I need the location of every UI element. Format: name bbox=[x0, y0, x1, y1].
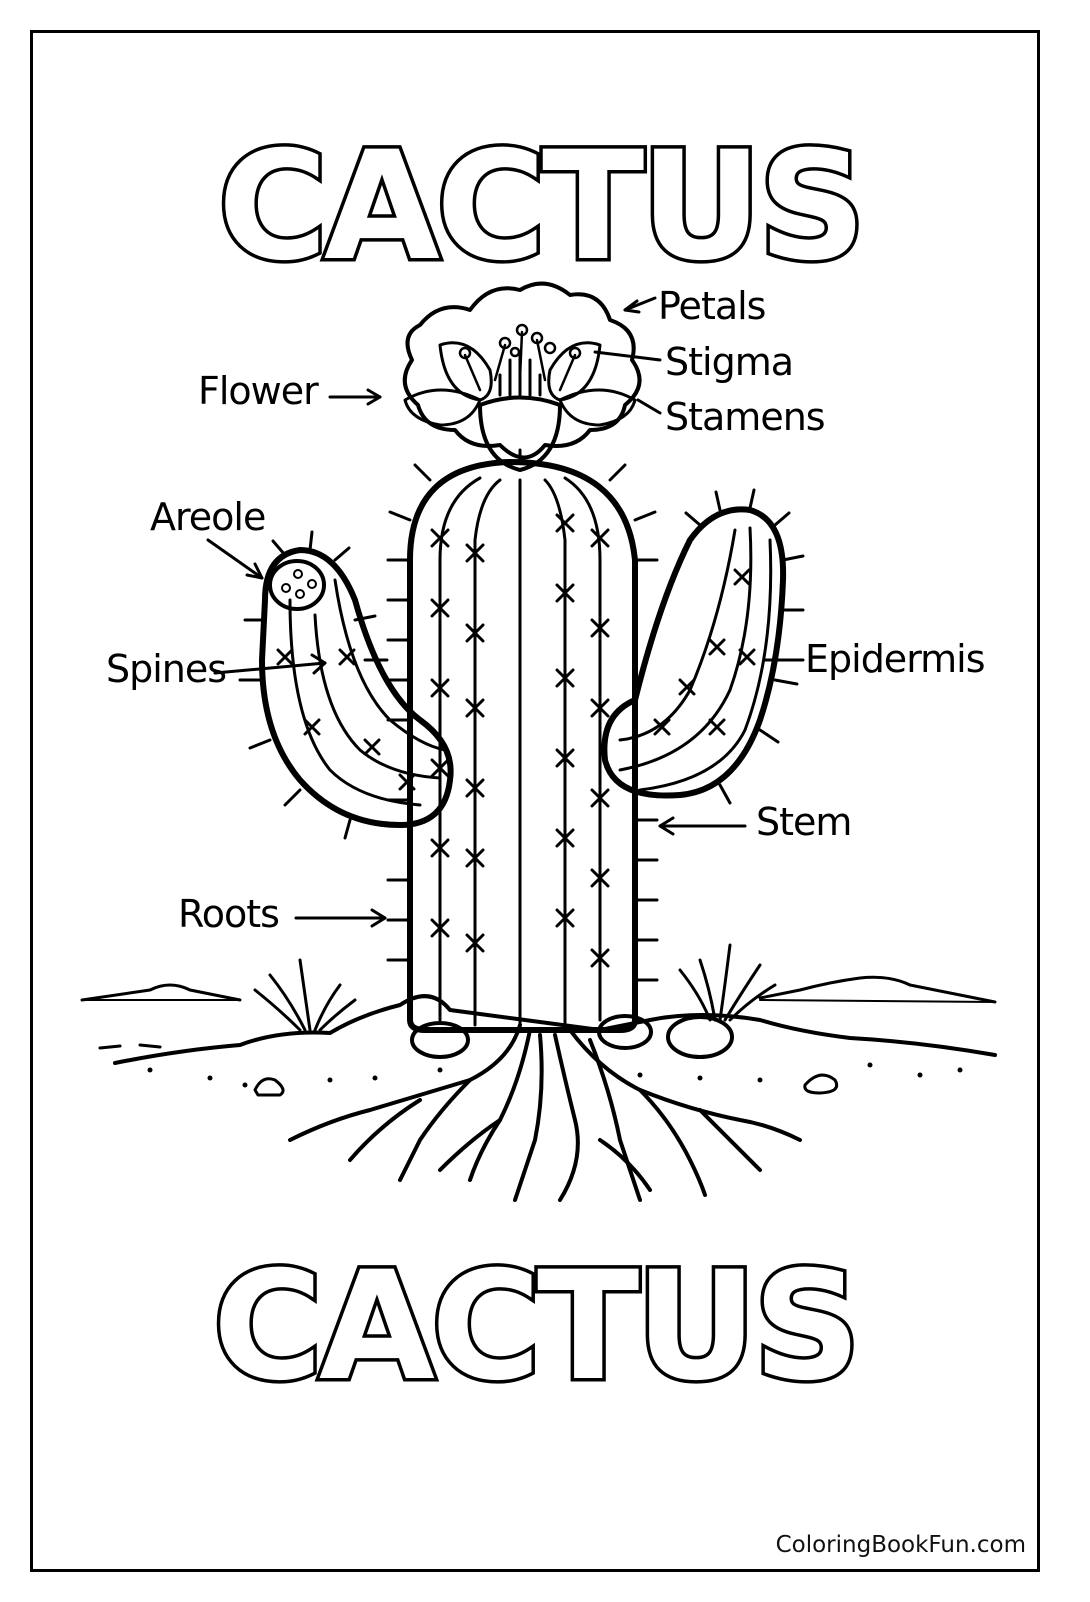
title-bottom: CACTUS bbox=[213, 1240, 857, 1414]
label-stigma: Stigma bbox=[665, 340, 794, 384]
label-epidermis: Epidermis bbox=[805, 637, 986, 681]
label-petals: Petals bbox=[658, 284, 766, 328]
right-arm bbox=[601, 506, 787, 799]
areole bbox=[268, 559, 326, 611]
edge-spines bbox=[238, 448, 805, 982]
desert-hills bbox=[80, 975, 997, 1004]
footer-site-credit: ColoringBookFun.com bbox=[775, 1532, 1026, 1558]
title-top: CACTUS bbox=[218, 120, 862, 294]
label-stem: Stem bbox=[756, 800, 852, 844]
main-stem bbox=[407, 459, 638, 1033]
pointer-lines bbox=[206, 296, 805, 928]
label-roots: Roots bbox=[178, 892, 280, 936]
page-border bbox=[30, 30, 1040, 1572]
roots bbox=[288, 1023, 802, 1202]
flower bbox=[402, 281, 642, 472]
label-areole: Areole bbox=[150, 495, 266, 539]
soil bbox=[98, 994, 997, 1097]
label-stamens: Stamens bbox=[665, 395, 826, 439]
label-spines: Spines bbox=[106, 647, 227, 691]
left-arm bbox=[259, 547, 454, 828]
label-flower: Flower bbox=[198, 369, 319, 413]
grass-tufts bbox=[253, 943, 777, 1032]
spine-clusters bbox=[276, 513, 756, 968]
soil-dots bbox=[147, 1062, 963, 1088]
